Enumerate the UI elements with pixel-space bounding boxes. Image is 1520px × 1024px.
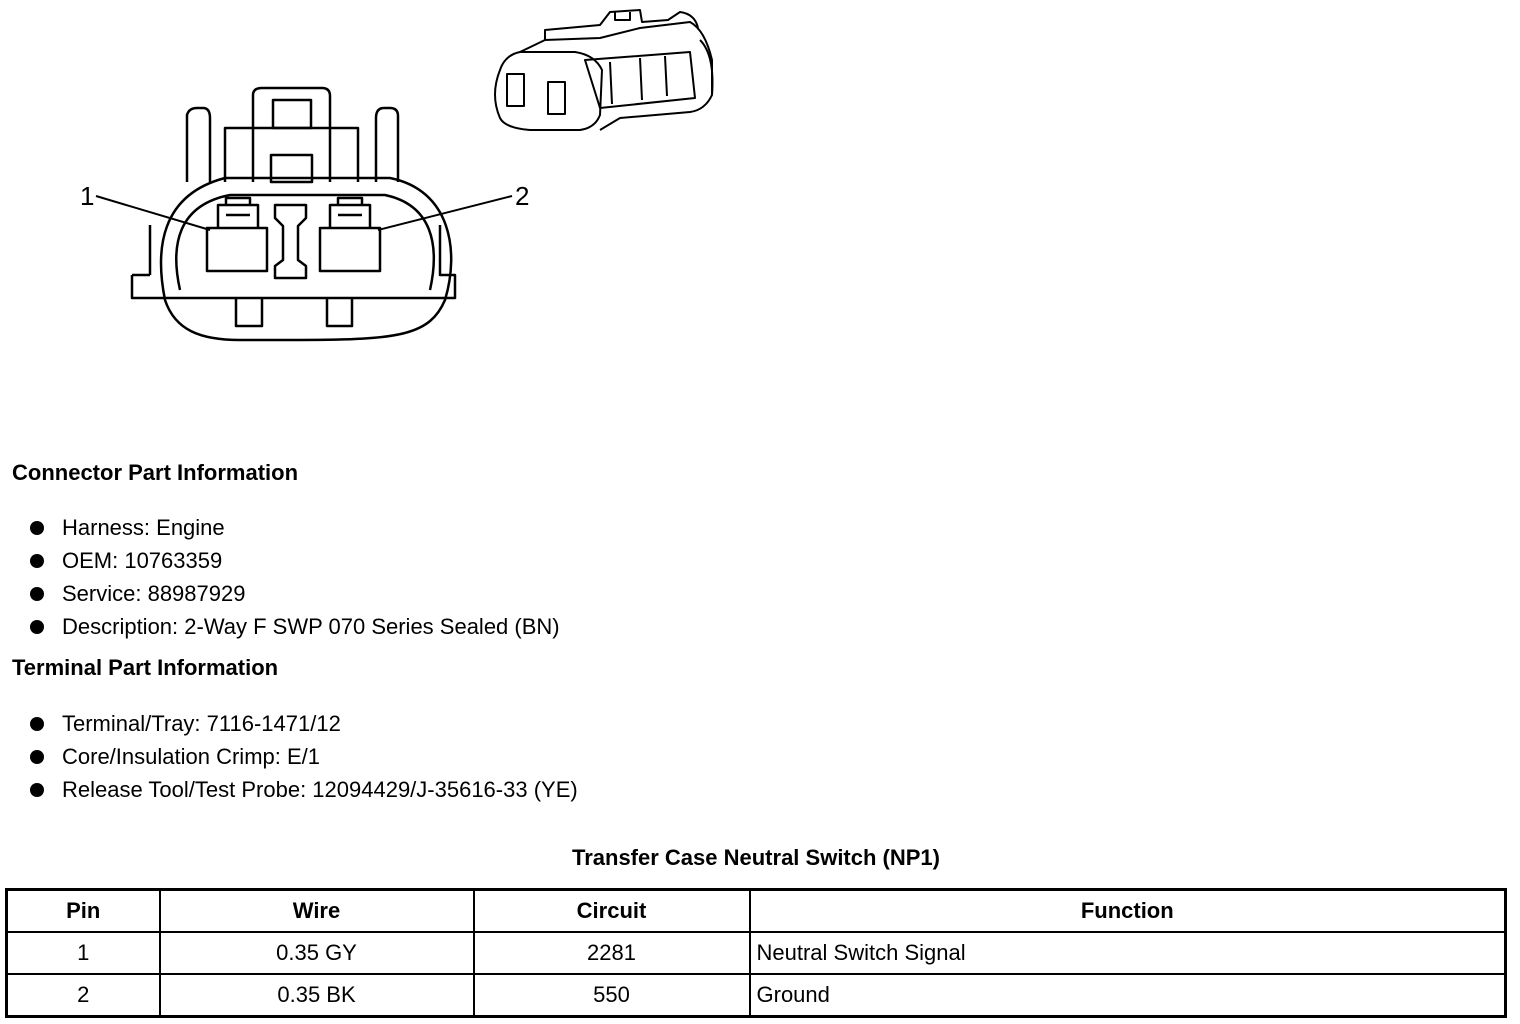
cavity-1-clip	[216, 196, 260, 228]
right-latch	[374, 106, 400, 182]
bullet-icon	[30, 520, 44, 535]
bullet-icon	[30, 782, 44, 797]
lock-window-bottom	[269, 153, 314, 184]
cavity-2	[318, 226, 382, 273]
terminal-info-item: Release Tool/Test Probe: 12094429/J-3561…	[62, 777, 578, 802]
column-header-circuit: Circuit	[472, 888, 751, 933]
left-latch	[185, 106, 212, 182]
bullet-icon	[30, 619, 44, 634]
connector-info-item: Service: 88987929	[62, 581, 246, 606]
table-row: 2 0.35 BK 550 Ground	[5, 973, 1507, 1018]
connector-info-list: Harness: Engine OEM: 10763359 Service: 8…	[30, 511, 560, 643]
table-title: Transfer Case Neutral Switch (NP1)	[571, 845, 940, 870]
connector-body-outline	[159, 176, 453, 342]
pin-1-leader	[95, 195, 211, 231]
terminal-info-title: Terminal Part Information	[12, 655, 279, 680]
connector-flange	[130, 225, 457, 300]
bottom-tab-right	[325, 298, 354, 328]
table-header-row: Pin Wire Circuit Function	[5, 888, 1507, 933]
list-item: Terminal/Tray: 7116-1471/12	[30, 707, 578, 740]
terminal-info-item: Terminal/Tray: 7116-1471/12	[62, 711, 341, 736]
column-header-pin: Pin	[5, 888, 161, 933]
cell-function: Ground	[748, 973, 1507, 1018]
table-row: 1 0.35 GY 2281 Neutral Switch Signal	[5, 931, 1507, 975]
list-item: OEM: 10763359	[30, 544, 560, 577]
cell-pin: 2	[5, 973, 161, 1018]
bullet-icon	[30, 749, 44, 764]
cell-circuit: 2281	[472, 931, 751, 975]
terminal-info-list: Terminal/Tray: 7116-1471/12 Core/Insulat…	[30, 707, 578, 806]
cell-circuit: 550	[472, 973, 751, 1018]
bullet-icon	[30, 553, 44, 568]
bullet-icon	[30, 716, 44, 731]
connector-diagram: 1 2	[80, 9, 714, 342]
center-divider	[273, 203, 308, 280]
cell-pin: 1	[5, 931, 161, 975]
list-item: Service: 88987929	[30, 577, 560, 610]
connector-info-item: OEM: 10763359	[62, 548, 223, 573]
connector-inner-outline	[175, 193, 436, 291]
list-item: Harness: Engine	[30, 511, 560, 544]
pin-2-label: 2	[515, 181, 529, 211]
list-item: Core/Insulation Crimp: E/1	[30, 740, 578, 773]
connector-info-item: Harness: Engine	[62, 515, 225, 540]
cell-wire: 0.35 BK	[158, 973, 475, 1018]
connector-info-title: Connector Part Information	[12, 460, 299, 485]
cell-function: Neutral Switch Signal	[748, 931, 1507, 975]
bottom-tab-left	[234, 298, 264, 328]
lock-window-top	[271, 98, 313, 130]
column-header-function: Function	[748, 888, 1507, 933]
cavity-1	[205, 226, 269, 273]
cavity-2-clip	[328, 196, 372, 228]
connector-isometric-view	[494, 9, 714, 131]
connector-info-item: Description: 2-Way F SWP 070 Series Seal…	[62, 614, 560, 639]
bullet-icon	[30, 586, 44, 601]
pin-2-leader	[377, 195, 513, 231]
pin-1-label: 1	[80, 181, 94, 211]
list-item: Description: 2-Way F SWP 070 Series Seal…	[30, 610, 560, 643]
lock-tower-top	[251, 86, 332, 182]
terminal-info-item: Core/Insulation Crimp: E/1	[62, 744, 320, 769]
list-item: Release Tool/Test Probe: 12094429/J-3561…	[30, 773, 578, 806]
column-header-wire: Wire	[158, 888, 475, 933]
pinout-table: Pin Wire Circuit Function 1 0.35 GY 2281…	[5, 888, 1507, 1018]
cell-wire: 0.35 GY	[158, 931, 475, 975]
